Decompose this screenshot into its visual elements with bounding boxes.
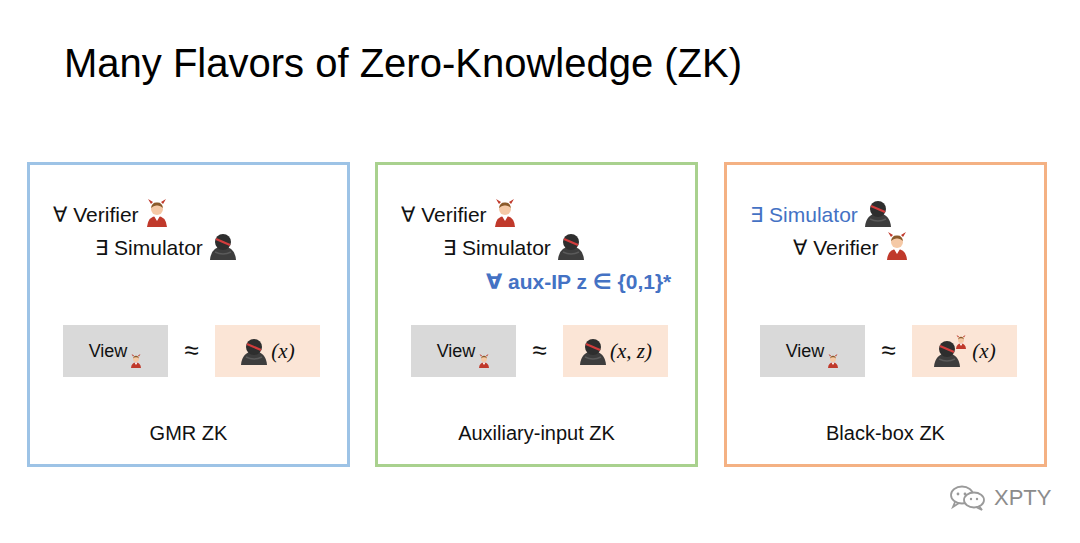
view-label: View <box>89 341 128 362</box>
approx-symbol: ≈ <box>532 336 546 366</box>
quantifier-line: ∀ Verifier <box>793 236 879 260</box>
quantifier-line: ∃ Simulator <box>95 236 203 260</box>
flavor-name: GMR ZK <box>150 422 228 445</box>
verifier-icon <box>493 199 517 227</box>
verifier-icon <box>885 232 909 260</box>
quantifier-line: ∀ aux-IP z ∈ {0,1}* <box>486 270 671 294</box>
approx-symbol: ≈ <box>184 336 198 366</box>
flavor-panel: ∀ Verifier ∃ Simulator ≈ GMR ZK View (x) <box>27 162 350 467</box>
verifier-icon <box>827 354 839 368</box>
simulator-input: (x) <box>972 339 995 364</box>
flavor-panel: ∀ Verifier ∃ Simulator ∀ aux-IP z ∈ {0,1}*… <box>375 162 698 467</box>
flavor-panel: ∃ Simulator ∀ Verifier ≈ Black-box ZK View (x… <box>724 162 1047 467</box>
view-box: View <box>63 325 168 377</box>
flavor-name: Black-box ZK <box>826 422 945 445</box>
verifier-icon <box>130 354 142 368</box>
view-label: View <box>437 341 476 362</box>
simulator-icon <box>557 232 585 260</box>
simulator-icon <box>864 199 892 227</box>
simulator-input: (x, z) <box>610 339 652 364</box>
simulator-output-box: (x, z) <box>563 325 668 377</box>
simulator-icon <box>933 335 969 367</box>
watermark: XPTY <box>994 485 1051 510</box>
quantifier-line: ∀ Verifier <box>401 203 487 227</box>
simulator-icon <box>579 337 607 365</box>
view-box: View <box>760 325 865 377</box>
view-box: View <box>411 325 516 377</box>
title: Many Flavors of Zero-Knowledge (ZK) <box>64 40 742 86</box>
approx-symbol: ≈ <box>881 336 895 366</box>
verifier-icon <box>478 354 490 368</box>
simulator-icon <box>209 232 237 260</box>
verifier-icon <box>145 199 169 227</box>
watermark-icon <box>948 484 988 512</box>
simulator-icon <box>240 337 268 365</box>
quantifier-line: ∃ Simulator <box>750 203 858 227</box>
quantifier-line: ∀ Verifier <box>53 203 139 227</box>
quantifier-line: ∃ Simulator <box>443 236 551 260</box>
flavor-name: Auxiliary-input ZK <box>458 422 615 445</box>
simulator-output-box: (x) <box>912 325 1017 377</box>
view-label: View <box>786 341 825 362</box>
simulator-output-box: (x) <box>215 325 320 377</box>
simulator-input: (x) <box>271 339 294 364</box>
